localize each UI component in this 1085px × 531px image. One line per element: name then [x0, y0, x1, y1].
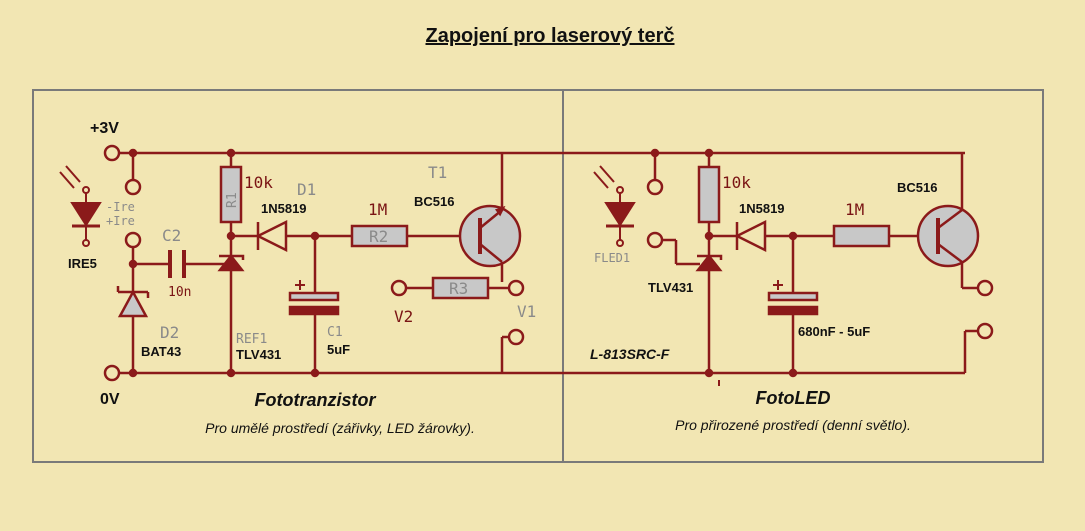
label-ir-minus: -Ire [106, 200, 135, 214]
label-fled1: FLED1 [594, 251, 630, 265]
label-right-cap: 680nF - 5uF [798, 324, 870, 339]
terminal-v2 [390, 279, 408, 297]
t1-transistor [458, 204, 522, 268]
left-circuit [103, 144, 965, 382]
d2-diode [117, 289, 149, 318]
label-r1-value: 10k [244, 173, 273, 192]
label-t1-value: BC516 [414, 194, 454, 209]
fled-pin-top [646, 178, 664, 196]
label-ref1-name: REF1 [236, 332, 267, 347]
label-d2-value: BAT43 [141, 344, 181, 359]
label-c1-value: 5uF [327, 342, 350, 357]
label-r3-name: R3 [449, 279, 468, 298]
label-v1: V1 [517, 302, 536, 321]
right-transistor [916, 204, 980, 268]
label-right-transistor: BC516 [897, 180, 937, 195]
right-terminal-out [976, 279, 994, 297]
right-resistor-1m [832, 224, 891, 248]
terminal-r3-out [507, 279, 525, 297]
label-c2-value: 10n [168, 285, 191, 300]
label-c2-name: C2 [162, 226, 181, 245]
ref1-regulator [217, 253, 245, 272]
ire5-sensor [59, 165, 102, 247]
page-title: Zapojení pro laserový terč [426, 25, 675, 47]
left-description: Pro umělé prostředí (zářivky, LED žárovk… [205, 420, 475, 436]
right-regulator [695, 253, 723, 272]
label-r2-name: R2 [369, 227, 388, 246]
terminal-0v [103, 364, 121, 382]
label-d1-value: 1N5819 [261, 201, 307, 216]
label-ire5: IRE5 [68, 256, 97, 271]
label-d1-name: D1 [297, 180, 316, 199]
label-c1-name: C1 [327, 325, 343, 340]
ir-pin-minus [124, 178, 142, 196]
right-terminal-v [976, 322, 994, 340]
label-right-10k: 10k [722, 173, 751, 192]
outer-frame [32, 89, 1044, 463]
left-heading: Fototranzistor [255, 390, 377, 410]
label-ref1-value: TLV431 [236, 347, 281, 362]
label-ir-plus: +Ire [106, 214, 135, 228]
right-resistor-10k [697, 165, 721, 224]
label-right-1m: 1M [845, 200, 864, 219]
d1-diode [255, 219, 288, 253]
right-diode [734, 219, 767, 253]
fled-pin-bottom [646, 231, 664, 249]
c1-capacitor [288, 291, 340, 302]
right-capacitor [767, 291, 819, 302]
label-right-tlv431: TLV431 [648, 280, 693, 295]
label-right-diode: 1N5819 [739, 201, 785, 216]
label-t1-name: T1 [428, 163, 447, 182]
right-description: Pro přirozené prostředí (denní světlo). [675, 417, 911, 433]
terminal-plus3v [103, 144, 121, 162]
fled1-led [593, 165, 636, 247]
label-d2-name: D2 [160, 323, 179, 342]
label-plus3v: +3V [90, 120, 119, 137]
label-r1-name: R1 [225, 192, 240, 208]
right-circuit [646, 148, 994, 386]
terminal-v1 [507, 328, 525, 346]
label-v2: V2 [394, 307, 413, 326]
label-led-part: L-813SRC-F [590, 346, 670, 362]
right-heading: FotoLED [756, 388, 831, 408]
ir-pin-plus [124, 231, 142, 249]
label-r2-value: 1M [368, 200, 387, 219]
label-0v: 0V [100, 391, 120, 408]
